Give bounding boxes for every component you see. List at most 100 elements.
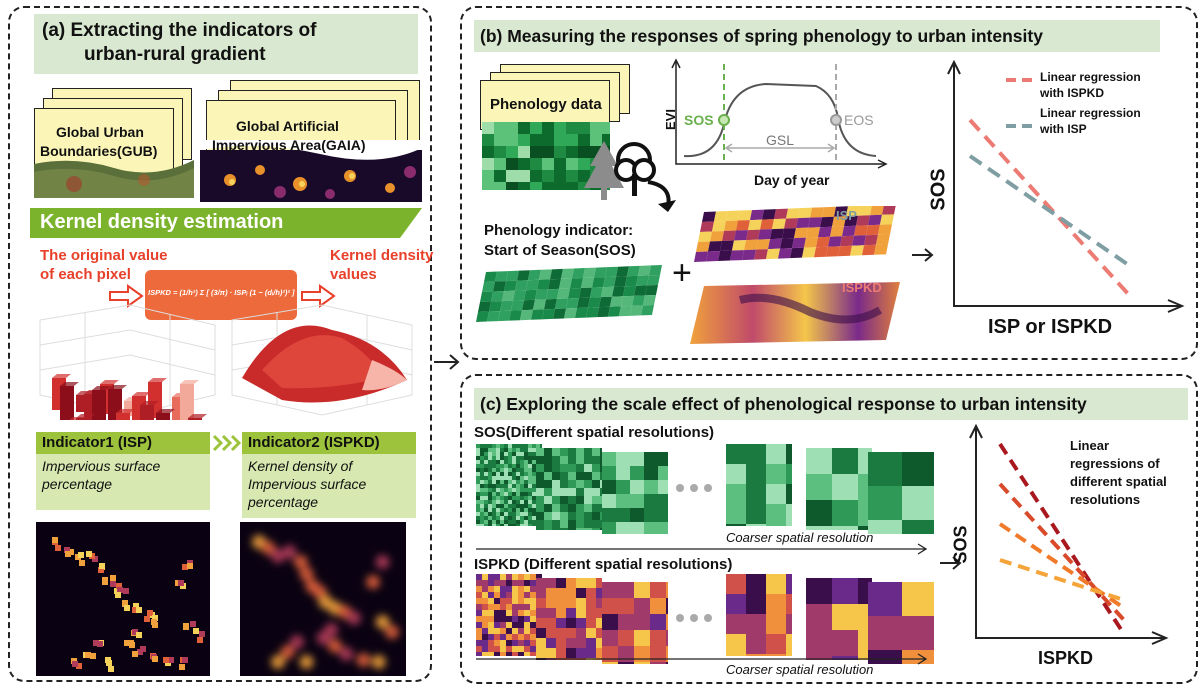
resolution-map-cell [512, 488, 516, 492]
isp-map-pixel [72, 661, 78, 667]
resolution-map-cell [516, 524, 520, 526]
sos-resolution-series [476, 444, 934, 534]
resolution-map-cell [532, 444, 536, 448]
resolution-map [726, 574, 792, 656]
phenology-grid-cell [566, 182, 578, 190]
sos-map-cell [620, 295, 634, 307]
resolution-map-cell [520, 516, 524, 520]
isp-map-b-cell [757, 229, 772, 240]
resolution-map-cell [504, 456, 508, 460]
resolution-map-cell [480, 456, 484, 460]
resolution-map-cell [630, 452, 644, 466]
resolution-map-cell [496, 452, 500, 456]
isp-map-pixel [182, 657, 188, 663]
isp-map-b-cell [807, 217, 822, 228]
sos-map-cell [510, 300, 524, 311]
resolution-map-cell [576, 480, 584, 488]
resolution-map-cell [512, 592, 518, 598]
resolution-map-cell [512, 520, 516, 524]
resolution-map-cell [500, 604, 506, 610]
resolution-map-cell [576, 588, 586, 598]
resolution-map-cell [560, 512, 568, 520]
resolution-map-cell [520, 460, 524, 464]
isp-map-pixel [132, 629, 138, 635]
resolution-map-cell [476, 488, 480, 492]
resolution-map-cell [488, 480, 492, 484]
resolution-map-cell [560, 472, 568, 480]
resolution-map-cell [544, 512, 552, 520]
resolution-map-cell [524, 610, 530, 616]
resolution-map-cell [520, 512, 524, 516]
resolution-map-cell [766, 504, 786, 524]
resolution-map-cell [512, 574, 518, 580]
resolution-map-cell [566, 638, 576, 648]
sos-map-cell [602, 276, 616, 288]
sos-map-cell [475, 311, 489, 322]
resolution-map-cell [512, 646, 518, 652]
resolution-map-cell [512, 476, 516, 480]
phenology-grid-cell [602, 122, 610, 134]
resolution-map-cell [618, 614, 634, 630]
resolution-map-cell [496, 520, 500, 524]
resolution-map-cell [500, 448, 504, 452]
resolution-map-cell [520, 476, 524, 480]
resolution-map-cell [494, 652, 500, 656]
isp-map-b-cell [815, 236, 830, 248]
ispkd-map-blob [280, 645, 295, 659]
resolution-map-cell [726, 464, 746, 484]
resolution-map [806, 448, 872, 530]
resolution-map-cell [530, 574, 536, 580]
sos-map-cell [565, 298, 579, 309]
resolution-map-cell [484, 444, 488, 448]
sos-map-cell [580, 277, 594, 289]
resolution-map-cell [500, 504, 504, 508]
isp-3d-bar [180, 384, 194, 420]
resolution-map-cell [512, 628, 518, 634]
resolution-map-cell [536, 448, 544, 456]
resolution-map-cell [488, 646, 494, 652]
resolution-map-cell [746, 634, 766, 654]
resolution-map-cell [482, 604, 488, 610]
resolution-map-cell [536, 628, 546, 638]
resolution-map-cell [480, 468, 484, 472]
resolution-map-cell [600, 496, 602, 504]
resolution-map-cell [512, 456, 516, 460]
resolution-map-cell [504, 496, 508, 500]
resolution-map [602, 452, 668, 534]
resolution-map-cell [566, 608, 576, 618]
resolution-map-cell [476, 460, 480, 464]
resolution-map-cell [560, 496, 568, 504]
resolution-map-cell [666, 582, 668, 598]
isp-map-pixel [99, 563, 105, 569]
resolution-map-cell [512, 504, 516, 508]
resolution-map-cell [484, 468, 488, 472]
resolution-map-cell [536, 480, 544, 488]
resolution-map-cell [516, 484, 520, 488]
isp-map-pixel [147, 610, 153, 616]
resolution-map-cell [484, 476, 488, 480]
phenology-indicator-line1: Phenology indicator: [484, 222, 634, 239]
isp-map-pixel [65, 551, 71, 557]
resolution-map-cell [504, 452, 508, 456]
resolution-map-cell [508, 504, 512, 508]
resolution-map-cell [508, 500, 512, 504]
resolution-map-cell [492, 460, 496, 464]
resolution-map-cell [592, 512, 600, 520]
phenology-grid-cell [530, 158, 542, 170]
resolution-map-cell [530, 592, 536, 598]
resolution-map-cell [494, 628, 500, 634]
resolution-map-cell [500, 646, 506, 652]
isp-map-pixel [76, 663, 82, 669]
resolution-map-cell [618, 582, 634, 598]
phenology-indicator-line2: Start of Season(SOS) [484, 242, 636, 259]
resolution-map-cell [504, 488, 508, 492]
resolution-map-cell [492, 452, 496, 456]
resolution-map-cell [496, 444, 500, 448]
phenology-grid-cell [566, 122, 578, 134]
resolution-map-cell [476, 580, 482, 586]
isp-map-b-cell [761, 209, 776, 220]
phenology-grid-cell [482, 182, 494, 190]
resolution-map-cell [500, 616, 506, 622]
legend-ispkd-line1: Linear regression [1040, 70, 1141, 84]
resolution-map-cell [492, 516, 496, 520]
